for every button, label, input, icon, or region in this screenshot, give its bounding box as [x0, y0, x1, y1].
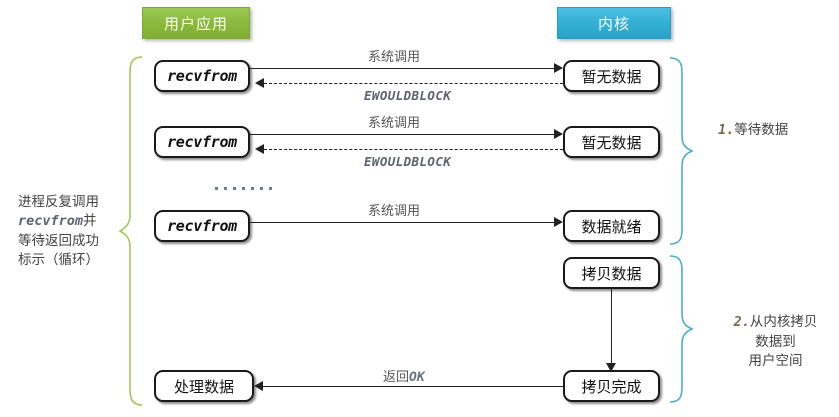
- edge-label-return-prefix: 返回: [383, 369, 410, 384]
- edge-label-syscall-2: 系统调用: [368, 115, 421, 130]
- edge-return-ok-arrowhead: [254, 381, 263, 391]
- repeat-ellipsis: [215, 187, 272, 190]
- annotation-left-line-2: recvfrom并: [18, 211, 138, 231]
- column-header-user-app: 用户应用: [142, 7, 250, 39]
- node-no-data-2[interactable]: 暂无数据: [563, 126, 660, 158]
- edge-ewouldblock-2-line: [264, 149, 563, 150]
- column-header-kernel: 内核: [557, 7, 671, 39]
- node-copy-done[interactable]: 拷贝完成: [563, 370, 660, 402]
- node-no-data-1[interactable]: 暂无数据: [563, 60, 660, 92]
- annotation-left-line-1: 进程反复调用: [18, 194, 99, 209]
- edge-copy-progress-arrowhead: [606, 363, 616, 372]
- node-recvfrom-3[interactable]: recvfrom: [154, 210, 250, 242]
- annotation-left-line-4: 标示（循环）: [18, 252, 99, 267]
- annotation-left-line-2-tail: 并: [83, 213, 97, 228]
- annotation-step-2-line-1: 2.从内核拷贝: [718, 312, 833, 332]
- edge-syscall-2-line: [250, 134, 554, 135]
- annotation-step-1-wait-data: 1.等待数据: [718, 120, 828, 140]
- edge-syscall-3-arrowhead: [554, 217, 563, 227]
- annotation-left-loop: 进程反复调用 recvfrom并 等待返回成功 标示（循环）: [18, 192, 138, 269]
- edge-return-ok-line: [263, 386, 563, 387]
- edge-syscall-1-line: [250, 68, 554, 69]
- annotation-step-1-number: 1.: [718, 122, 735, 138]
- edge-label-syscall-3: 系统调用: [368, 203, 421, 218]
- annotation-step-2-text-1: 从内核拷贝: [749, 314, 818, 329]
- edge-label-syscall-1: 系统调用: [368, 49, 421, 64]
- edge-label-ok-code: OK: [409, 370, 425, 385]
- annotation-left-recvfrom: recvfrom: [18, 213, 84, 229]
- annotation-step-2-line-2: 数据到: [755, 334, 796, 349]
- annotation-left-line-3: 等待返回成功: [18, 233, 99, 248]
- edge-label-return-ok: 返回OK: [383, 366, 425, 385]
- edge-syscall-1-arrowhead: [554, 63, 563, 73]
- edge-syscall-2-arrowhead: [554, 129, 563, 139]
- annotation-step-2-copy-to-user: 2.从内核拷贝 数据到 用户空间: [718, 312, 833, 370]
- edge-ewouldblock-2-arrowhead: [255, 144, 264, 154]
- edge-label-ewouldblock-1: EWOULDBLOCK: [364, 88, 452, 103]
- annotation-step-2-number: 2.: [733, 314, 750, 330]
- node-copy-data[interactable]: 拷贝数据: [563, 257, 660, 289]
- left-brace-green: [118, 56, 143, 406]
- node-process-data[interactable]: 处理数据: [154, 370, 254, 402]
- annotation-step-2-line-3: 用户空间: [748, 353, 803, 368]
- edge-ewouldblock-1-arrowhead: [255, 78, 264, 88]
- node-data-ready[interactable]: 数据就绪: [563, 210, 660, 242]
- edge-label-ewouldblock-2: EWOULDBLOCK: [364, 154, 452, 169]
- edge-syscall-3-line: [250, 222, 554, 223]
- right-brace-waiting-data: [669, 57, 694, 245]
- edge-copy-progress-line: [611, 289, 612, 365]
- right-brace-copy-data: [669, 255, 694, 403]
- node-recvfrom-2[interactable]: recvfrom: [154, 126, 250, 158]
- annotation-step-1-text: 等待数据: [734, 122, 789, 137]
- edge-ewouldblock-1-line: [264, 83, 563, 84]
- node-recvfrom-1[interactable]: recvfrom: [154, 60, 250, 92]
